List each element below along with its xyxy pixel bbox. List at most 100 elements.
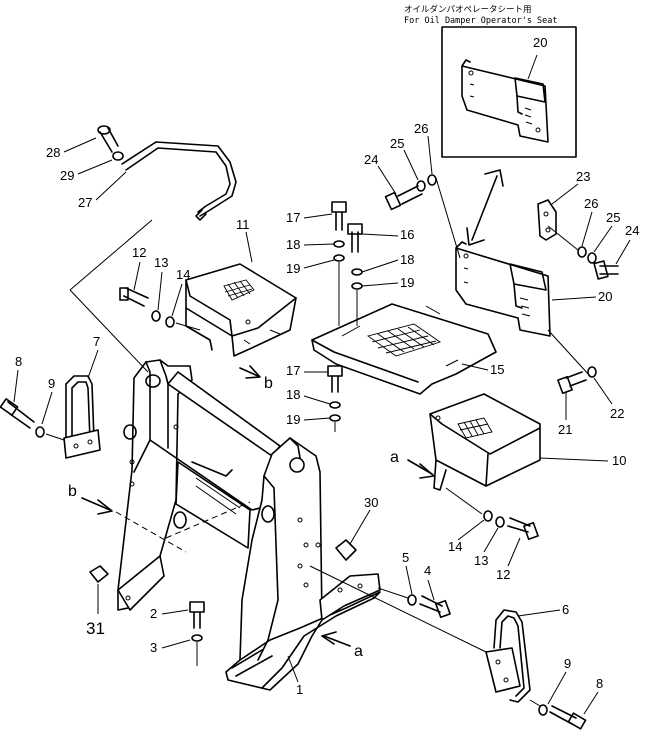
- inset-caption-jp: オイルダンパオペレータシート用: [404, 4, 532, 15]
- label-12-right: 12: [496, 567, 510, 582]
- label-25-top: 25: [390, 136, 404, 151]
- label-24-right: 24: [625, 223, 639, 238]
- label-19-mid: 19: [400, 275, 414, 290]
- bolt-17-top: [331, 201, 347, 231]
- label-27: 27: [78, 195, 92, 210]
- assembly-lines: [45, 177, 591, 707]
- washer-14-left: [165, 316, 175, 328]
- washer-19-mid: [351, 282, 363, 290]
- label-28: 28: [46, 145, 60, 160]
- washer-18-mid: [351, 268, 363, 276]
- bracket-23: [537, 199, 557, 241]
- mesh-11: [223, 279, 255, 301]
- label-5: 5: [402, 550, 409, 565]
- washer-18-top: [333, 240, 345, 248]
- washer-14-right: [483, 510, 493, 522]
- washer-25-right: [587, 252, 597, 264]
- mesh-10: [457, 417, 493, 439]
- ref-a-bottom: a: [354, 643, 363, 660]
- bolt-8-left: [0, 398, 35, 429]
- label-18-lower: 18: [286, 387, 300, 402]
- inset-panel: オイルダンパオペレータシート用 For Oil Damper Operator'…: [404, 4, 577, 158]
- label-12-left: 12: [132, 245, 146, 260]
- washer-19-top: [333, 254, 345, 262]
- label-15: 15: [490, 362, 504, 377]
- label-24-top: 24: [364, 152, 378, 167]
- seat-bracket-10: [429, 393, 541, 491]
- label-18-top: 18: [286, 237, 300, 252]
- washer-18-lower: [329, 401, 341, 409]
- bolt-16: [347, 223, 363, 253]
- bolt-24-right: [593, 260, 619, 280]
- washer-26-right: [577, 246, 587, 258]
- bolt-4: [419, 595, 451, 619]
- washer-22: [587, 366, 597, 378]
- label-14-right: 14: [448, 539, 462, 554]
- label-9-right: 9: [564, 656, 571, 671]
- ref-a-right: a: [390, 449, 399, 466]
- washer-5: [407, 594, 417, 606]
- label-8-right: 8: [596, 676, 603, 691]
- label-25-right: 25: [606, 210, 620, 225]
- label-20-main: 20: [598, 289, 612, 304]
- label-20-inset: 20: [533, 35, 547, 50]
- washer-9-right: [538, 704, 548, 716]
- bolt-12-left: [119, 287, 149, 307]
- label-16: 16: [400, 227, 414, 242]
- ref-arrows: [81, 365, 435, 647]
- label-17-lower: 17: [286, 363, 300, 378]
- label-30: 30: [364, 495, 378, 510]
- bolt-12-right: [507, 517, 539, 541]
- bolt-24-top: [384, 185, 423, 211]
- label-23: 23: [576, 169, 590, 184]
- washer-9-left: [35, 426, 45, 438]
- part-labels: 28 2 9 27 11 17 18 19 16 18 19 24 25 26 2…: [13, 121, 639, 715]
- label-13-right: 13: [474, 553, 488, 568]
- label-10: 10: [612, 453, 626, 468]
- label-2: 2: [150, 606, 157, 621]
- label-26-right: 26: [584, 196, 598, 211]
- label-9-left: 9: [48, 376, 55, 391]
- cap-31: [89, 565, 109, 583]
- label-3: 3: [150, 640, 157, 655]
- label-7: 7: [93, 334, 100, 349]
- washer-25-top: [416, 180, 426, 192]
- seat-bracket-11: [185, 263, 297, 357]
- grab-handle-27: [121, 141, 237, 221]
- step-handle-7: [63, 375, 101, 459]
- label-11: 11: [236, 217, 250, 232]
- ref-labels: b b a a: [68, 375, 399, 660]
- label-19-lower: 19: [286, 412, 300, 427]
- step-handle-6: [485, 609, 531, 703]
- label-4: 4: [424, 563, 431, 578]
- double-arrow: [466, 169, 504, 246]
- washer-19-lower: [329, 414, 341, 422]
- bolt-17-lower: [327, 365, 343, 393]
- inset-bracket-drawing: [461, 59, 549, 143]
- bolt-2: [189, 601, 205, 629]
- inset-frame: [441, 26, 577, 158]
- ref-b-top: b: [264, 375, 273, 392]
- bolt-8-right: [549, 705, 587, 730]
- label-14-left: 14: [176, 267, 190, 282]
- bolt-21: [557, 371, 587, 395]
- label-6: 6: [562, 602, 569, 617]
- label-17-top: 17: [286, 210, 300, 225]
- label-13-left: 13: [154, 255, 168, 270]
- washer-3: [191, 634, 203, 642]
- label-22: 22: [610, 406, 624, 421]
- washer-29: [112, 151, 124, 161]
- washer-26-top: [427, 174, 437, 186]
- inset-caption-en: For Oil Damper Operator's Seat: [404, 16, 558, 26]
- leader-20-inset: [527, 54, 538, 80]
- seat-bracket-20: [455, 241, 551, 337]
- cap-30: [335, 539, 357, 561]
- label-18-mid: 18: [400, 252, 414, 267]
- bolt-28: [97, 125, 119, 153]
- label-19-top: 19: [286, 261, 300, 276]
- washer-13-left: [151, 310, 161, 322]
- main-frame: [117, 359, 381, 691]
- label-31: 31: [86, 619, 105, 638]
- label-21: 21: [558, 422, 572, 437]
